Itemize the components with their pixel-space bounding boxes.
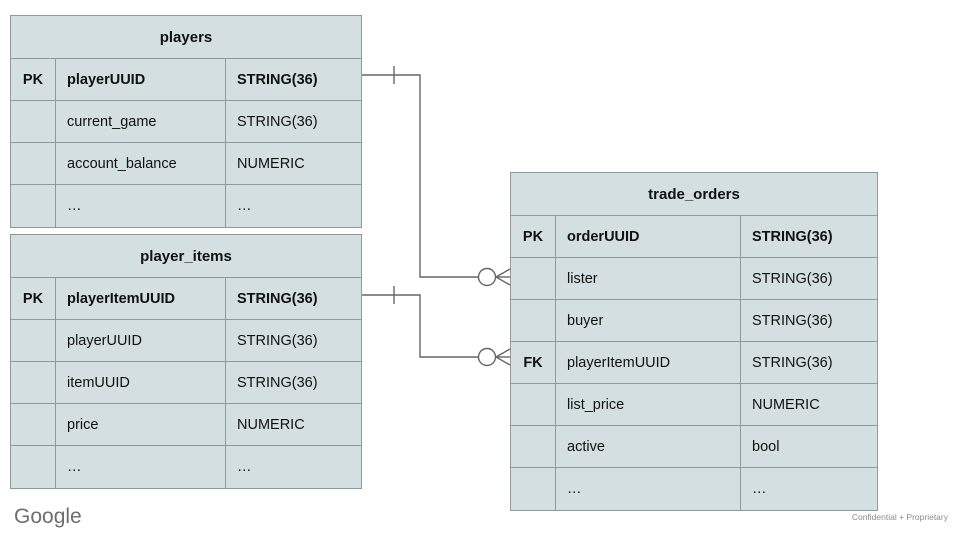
row-type: NUMERIC bbox=[237, 155, 305, 172]
google-logo: Google bbox=[14, 505, 82, 528]
table-row[interactable]: current_game STRING(36) bbox=[11, 101, 361, 143]
entity-title-trade-orders: trade_orders bbox=[511, 173, 877, 216]
row-type: STRING(36) bbox=[752, 312, 833, 329]
row-key bbox=[511, 468, 556, 510]
row-key bbox=[511, 258, 556, 299]
confidentiality-note: Confidential + Proprietary bbox=[851, 512, 948, 522]
table-row[interactable]: list_price NUMERIC bbox=[511, 384, 877, 426]
row-key bbox=[511, 384, 556, 425]
row-type: STRING(36) bbox=[752, 354, 833, 371]
row-name: playerUUID bbox=[56, 320, 226, 361]
row-type: STRING(36) bbox=[237, 374, 318, 391]
row-name: price bbox=[56, 404, 226, 445]
crows-foot-prong bbox=[495, 348, 511, 358]
table-row[interactable]: price NUMERIC bbox=[11, 404, 361, 446]
row-name: … bbox=[56, 446, 226, 488]
row-type: … bbox=[237, 459, 252, 475]
row-type: … bbox=[752, 481, 767, 497]
table-row[interactable]: itemUUID STRING(36) bbox=[11, 362, 361, 404]
row-type: STRING(36) bbox=[237, 332, 318, 349]
entity-players[interactable]: players PK playerUUID STRING(36) current… bbox=[10, 15, 362, 228]
relationship-players-to-trade-orders bbox=[362, 66, 511, 287]
table-row[interactable]: PK playerItemUUID STRING(36) bbox=[11, 278, 361, 320]
entity-title-players: players bbox=[11, 16, 361, 59]
table-row[interactable]: … … bbox=[11, 446, 361, 488]
table-row[interactable]: playerUUID STRING(36) bbox=[11, 320, 361, 362]
table-row[interactable]: PK orderUUID STRING(36) bbox=[511, 216, 877, 258]
row-name: playerUUID bbox=[56, 59, 226, 100]
row-key bbox=[11, 320, 56, 361]
table-row[interactable]: PK playerUUID STRING(36) bbox=[11, 59, 361, 101]
cardinality-zero-circle bbox=[477, 347, 497, 367]
row-name: orderUUID bbox=[556, 216, 741, 257]
connector-line bbox=[362, 294, 478, 358]
row-name: playerItemUUID bbox=[556, 342, 741, 383]
row-type: NUMERIC bbox=[237, 416, 305, 433]
row-type: STRING(36) bbox=[752, 228, 833, 245]
crows-foot-prong bbox=[495, 276, 511, 286]
table-row[interactable]: account_balance NUMERIC bbox=[11, 143, 361, 185]
row-type: bool bbox=[752, 438, 780, 455]
row-name: … bbox=[56, 185, 226, 227]
table-row[interactable]: lister STRING(36) bbox=[511, 258, 877, 300]
crows-foot-prong bbox=[495, 268, 511, 278]
crows-foot-prong bbox=[495, 356, 511, 366]
row-key bbox=[11, 446, 56, 488]
row-key bbox=[11, 101, 56, 142]
relationship-player-items-to-trade-orders bbox=[362, 286, 511, 367]
row-key bbox=[11, 185, 56, 227]
cardinality-zero-circle bbox=[477, 267, 497, 287]
table-row[interactable]: FK playerItemUUID STRING(36) bbox=[511, 342, 877, 384]
entity-title-player-items: player_items bbox=[11, 235, 361, 278]
entity-trade-orders[interactable]: trade_orders PK orderUUID STRING(36) lis… bbox=[510, 172, 878, 511]
row-type: STRING(36) bbox=[237, 290, 318, 307]
connector-line bbox=[362, 74, 478, 278]
row-key: PK bbox=[11, 59, 56, 100]
row-key bbox=[511, 426, 556, 467]
table-row[interactable]: … … bbox=[11, 185, 361, 227]
row-name: lister bbox=[556, 258, 741, 299]
row-type: STRING(36) bbox=[237, 71, 318, 88]
row-name: current_game bbox=[56, 101, 226, 142]
row-type: NUMERIC bbox=[752, 396, 820, 413]
row-name: account_balance bbox=[56, 143, 226, 184]
row-key bbox=[11, 404, 56, 445]
row-name: … bbox=[556, 468, 741, 510]
table-row[interactable]: buyer STRING(36) bbox=[511, 300, 877, 342]
row-key bbox=[11, 362, 56, 403]
row-name: list_price bbox=[556, 384, 741, 425]
row-key: FK bbox=[511, 342, 556, 383]
row-name: buyer bbox=[556, 300, 741, 341]
row-name: playerItemUUID bbox=[56, 278, 226, 319]
row-key bbox=[11, 143, 56, 184]
row-key: PK bbox=[11, 278, 56, 319]
table-row[interactable]: active bool bbox=[511, 426, 877, 468]
row-key: PK bbox=[511, 216, 556, 257]
row-type: STRING(36) bbox=[752, 270, 833, 287]
entity-player-items[interactable]: player_items PK playerItemUUID STRING(36… bbox=[10, 234, 362, 489]
row-type: STRING(36) bbox=[237, 113, 318, 130]
row-name: itemUUID bbox=[56, 362, 226, 403]
row-name: active bbox=[556, 426, 741, 467]
row-key bbox=[511, 300, 556, 341]
row-type: … bbox=[237, 198, 252, 214]
table-row[interactable]: … … bbox=[511, 468, 877, 510]
